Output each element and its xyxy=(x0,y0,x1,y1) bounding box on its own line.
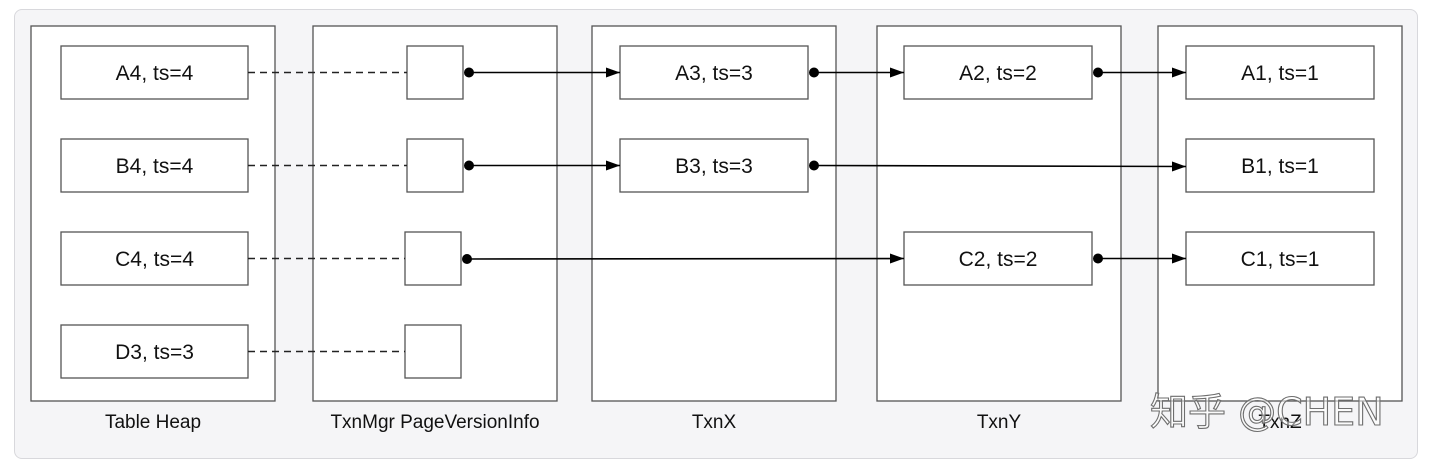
heap-record-d: D3, ts=3 xyxy=(60,324,249,379)
heap-record-a-label: A4, ts=4 xyxy=(116,62,194,85)
txn-z-caption: TxnZ xyxy=(1258,412,1302,433)
pointer-slot-b-to-b3 xyxy=(464,160,620,171)
pointer-b3-to-b1 xyxy=(809,160,1187,172)
txn-x-record-a-label: A3, ts=3 xyxy=(675,62,753,85)
watermark: 知乎 @CHEN xyxy=(1150,390,1384,434)
version-slot-d xyxy=(404,324,462,379)
pointer-a2-to-a1 xyxy=(1093,67,1186,78)
heap-record-b-label: B4, ts=4 xyxy=(116,155,194,178)
heap-record-c-label: C4, ts=4 xyxy=(115,248,194,271)
txn-y-record-c: C2, ts=2 xyxy=(903,231,1093,286)
heap-record-b: B4, ts=4 xyxy=(60,138,249,193)
pointer-slot-a-to-a3 xyxy=(464,67,620,78)
txn-x-caption: TxnX xyxy=(692,412,737,433)
txn-y-record-a: A2, ts=2 xyxy=(903,45,1093,100)
txn-y-caption: TxnY xyxy=(977,412,1022,433)
heap-record-d-label: D3, ts=3 xyxy=(115,341,194,364)
txn-z-record-b-label: B1, ts=1 xyxy=(1241,155,1319,178)
txn-z-record-c-label: C1, ts=1 xyxy=(1241,248,1320,271)
txn-y-record-c-label: C2, ts=2 xyxy=(959,248,1038,271)
version-slot-b xyxy=(406,138,464,193)
version-slot-c xyxy=(404,231,462,286)
table-heap-caption: Table Heap xyxy=(105,412,201,433)
version-slot-a xyxy=(406,45,464,100)
pointer-a3-to-a2 xyxy=(809,67,904,78)
txn-z-record-a-label: A1, ts=1 xyxy=(1241,62,1319,85)
heap-record-a: A4, ts=4 xyxy=(60,45,249,100)
txn-x-record-b: B3, ts=3 xyxy=(619,138,809,193)
pointer-c2-to-c1 xyxy=(1093,253,1186,264)
txn-z-record-c: C1, ts=1 xyxy=(1185,231,1375,286)
version-info-caption: TxnMgr PageVersionInfo xyxy=(330,412,539,433)
pointer-slot-c-to-c2 xyxy=(462,253,905,264)
txn-x-record-a: A3, ts=3 xyxy=(619,45,809,100)
txn-z-record-a: A1, ts=1 xyxy=(1185,45,1375,100)
heap-record-c: C4, ts=4 xyxy=(60,231,249,286)
txn-x-record-b-label: B3, ts=3 xyxy=(675,155,753,178)
txn-z-record-b: B1, ts=1 xyxy=(1185,138,1375,193)
txn-y-record-a-label: A2, ts=2 xyxy=(959,62,1037,85)
